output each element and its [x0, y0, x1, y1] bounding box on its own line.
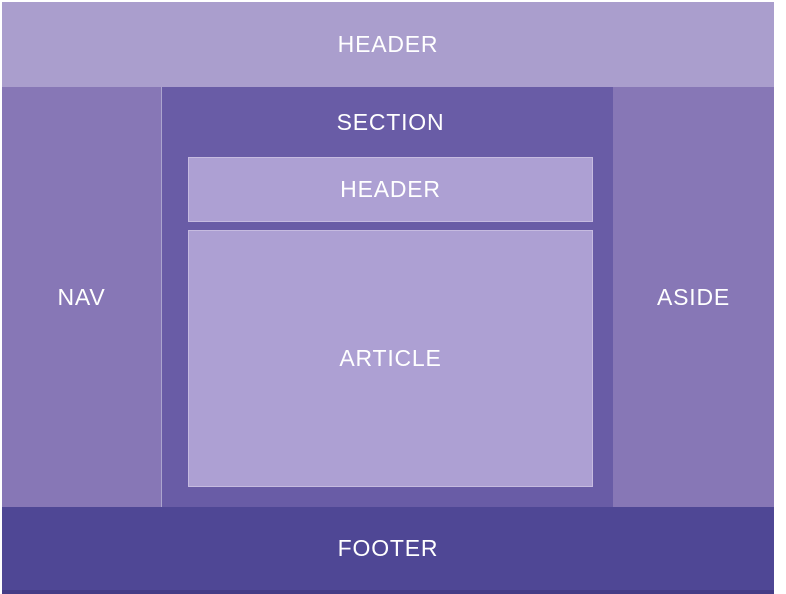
page-footer-block: FOOTER: [2, 507, 774, 594]
section-title-row: SECTION: [188, 87, 593, 157]
article-block: ARTICLE: [188, 230, 593, 487]
article-label: ARTICLE: [339, 345, 442, 371]
page-footer-label: FOOTER: [337, 535, 439, 561]
middle-row: NAV SECTION HEADER ARTICLE ASIDE: [2, 87, 774, 507]
page-header-label: HEADER: [337, 31, 439, 57]
nav-block: NAV: [2, 87, 161, 507]
aside-label: ASIDE: [656, 283, 731, 310]
nav-label: NAV: [57, 283, 106, 310]
section-label: SECTION: [336, 108, 445, 135]
section-header-label: HEADER: [340, 176, 441, 202]
section-header-block: HEADER: [188, 157, 593, 222]
diagram-frame: HEADER NAV SECTION HEADER ARTICLE ASIDE: [2, 2, 774, 594]
aside-block: ASIDE: [613, 87, 774, 507]
section-block: SECTION HEADER ARTICLE: [161, 87, 613, 507]
page-header-block: HEADER: [2, 2, 774, 87]
